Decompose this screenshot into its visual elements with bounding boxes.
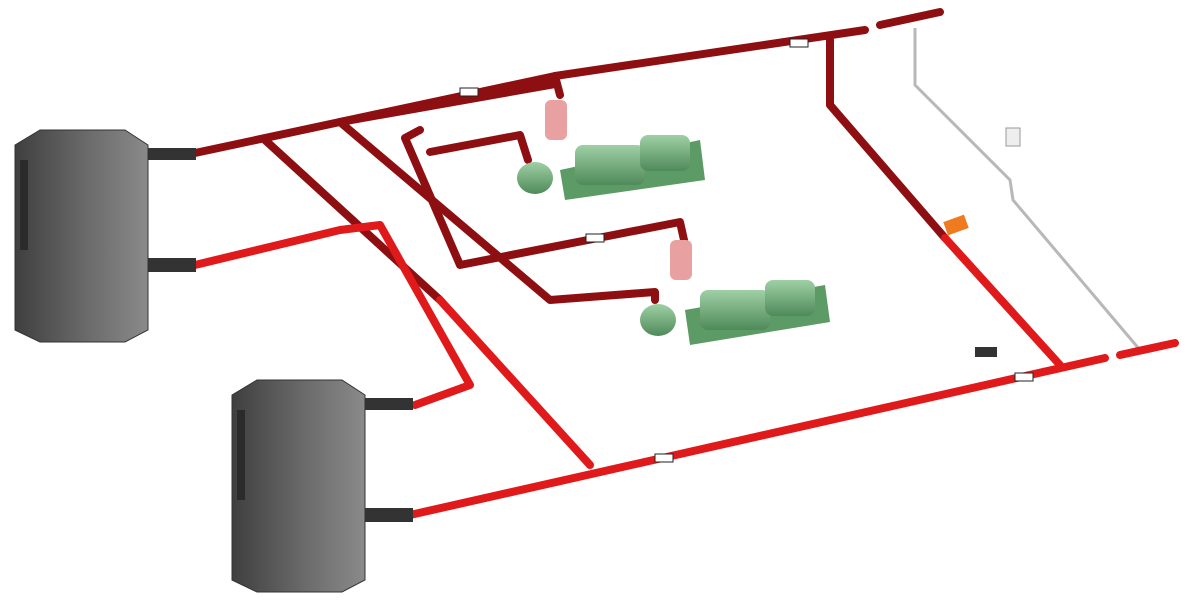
flow-arrow-icon (585, 233, 605, 243)
temperature-sensor (975, 347, 997, 357)
sensor-wire (913, 28, 1142, 351)
pump-1 (517, 100, 705, 200)
flow-arrows (459, 38, 1034, 463)
return-piping (191, 221, 1179, 519)
pump-2 (640, 240, 830, 345)
boiler-1 (14, 129, 196, 343)
boiler-2 (231, 379, 413, 593)
supply-piping (191, 8, 949, 304)
flow-arrow-icon (789, 38, 809, 48)
zone-valve-actuator (943, 214, 969, 236)
flow-arrow-icon (654, 453, 674, 463)
outdoor-sensor (1005, 127, 1021, 147)
flow-arrow-icon (1014, 372, 1034, 382)
flow-arrow-icon (459, 87, 479, 97)
